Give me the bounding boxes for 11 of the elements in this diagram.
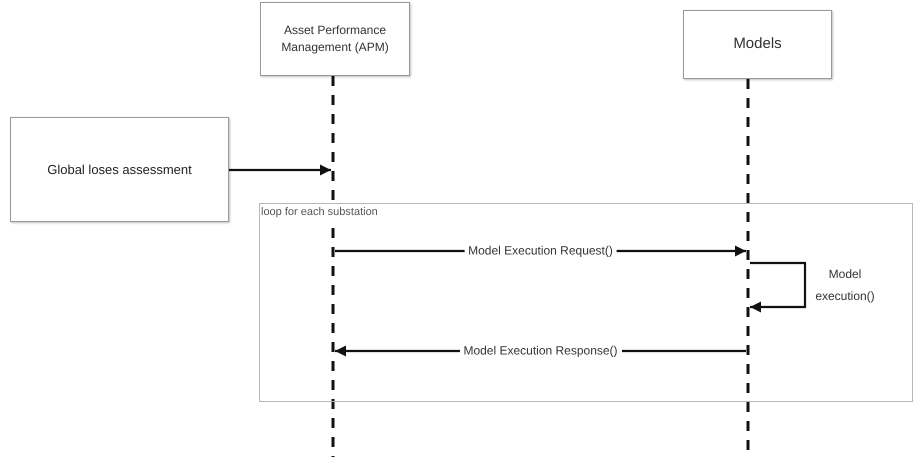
frame-label: loop for each substation — [261, 205, 378, 219]
actor-box — [10, 117, 229, 222]
arrow — [229, 164, 331, 176]
participant-label: Models — [733, 34, 782, 54]
participant-box — [683, 10, 832, 79]
actor-label: Global loses assessment — [47, 160, 192, 179]
participant-box — [260, 2, 410, 76]
edge-label: Model Execution Response() — [459, 344, 622, 358]
arrow — [750, 262, 806, 312]
edge-label: Model Execution Request() — [464, 244, 617, 258]
participant-label: Asset Performance Management (APM) — [280, 22, 390, 56]
